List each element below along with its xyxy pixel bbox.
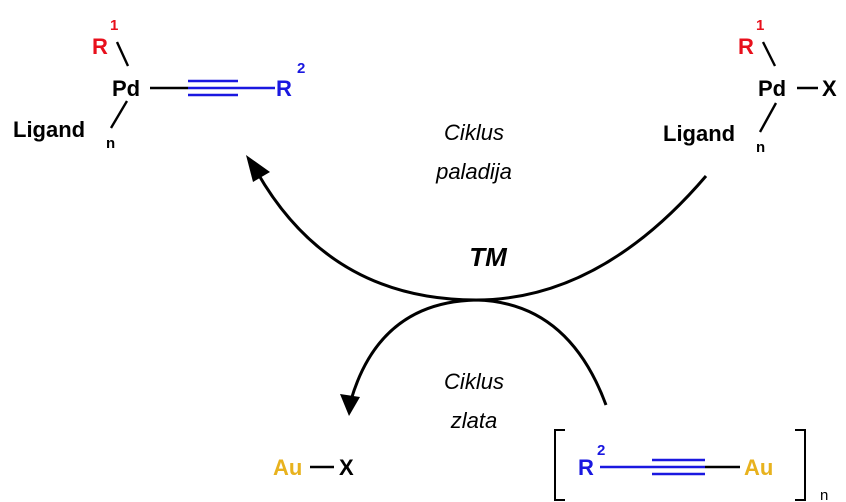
oligomer-subscript: n xyxy=(820,487,828,502)
r1-label: R xyxy=(92,34,108,59)
palladium-cycle-arc xyxy=(255,171,708,302)
au-label: Au xyxy=(273,455,302,480)
r1-pd-bond xyxy=(115,41,130,67)
pd-label: Pd xyxy=(112,76,140,101)
gold-acetylide: R 2 Au n xyxy=(554,429,828,502)
palladium-cycle-label-2: paladija xyxy=(435,159,512,184)
palladium-cycle-arrowhead xyxy=(246,155,270,182)
r2-superscript: 2 xyxy=(297,60,305,77)
right-bracket xyxy=(795,429,806,501)
r1-superscript: 1 xyxy=(756,17,764,34)
gold-cycle-arc xyxy=(349,298,608,406)
ligand-pd-bond xyxy=(109,100,129,129)
r1-superscript: 1 xyxy=(110,17,118,34)
triple-bond xyxy=(652,458,705,476)
left-bracket xyxy=(554,429,565,501)
triple-bond xyxy=(188,79,238,97)
r1-label: R xyxy=(738,34,754,59)
pd-label: Pd xyxy=(758,76,786,101)
x-label: X xyxy=(339,455,354,480)
pd-halide-complex: R 1 Pd X Ligand n xyxy=(663,17,837,156)
r2-label: R xyxy=(578,455,594,480)
gold-cycle-label-2: zlata xyxy=(450,408,497,433)
ligand-pd-bond xyxy=(758,102,778,133)
ligand-label: Ligand xyxy=(663,121,735,146)
ligand-subscript: n xyxy=(106,135,115,152)
gold-cycle-arrowhead xyxy=(340,394,360,416)
au-label: Au xyxy=(744,455,773,480)
ligand-subscript: n xyxy=(756,139,765,156)
ligand-label: Ligand xyxy=(13,117,85,142)
gold-halide: Au X xyxy=(273,455,354,480)
r2-label: R xyxy=(276,76,292,101)
x-label: X xyxy=(822,76,837,101)
palladium-cycle-label-1: Ciklus xyxy=(444,120,504,145)
r1-pd-bond xyxy=(761,41,777,67)
gold-cycle-label-1: Ciklus xyxy=(444,369,504,394)
pd-alkynyl-complex: R 1 Pd R 2 Ligand n xyxy=(13,17,305,152)
tm-label: TM xyxy=(469,242,508,272)
r2-superscript: 2 xyxy=(597,442,605,459)
